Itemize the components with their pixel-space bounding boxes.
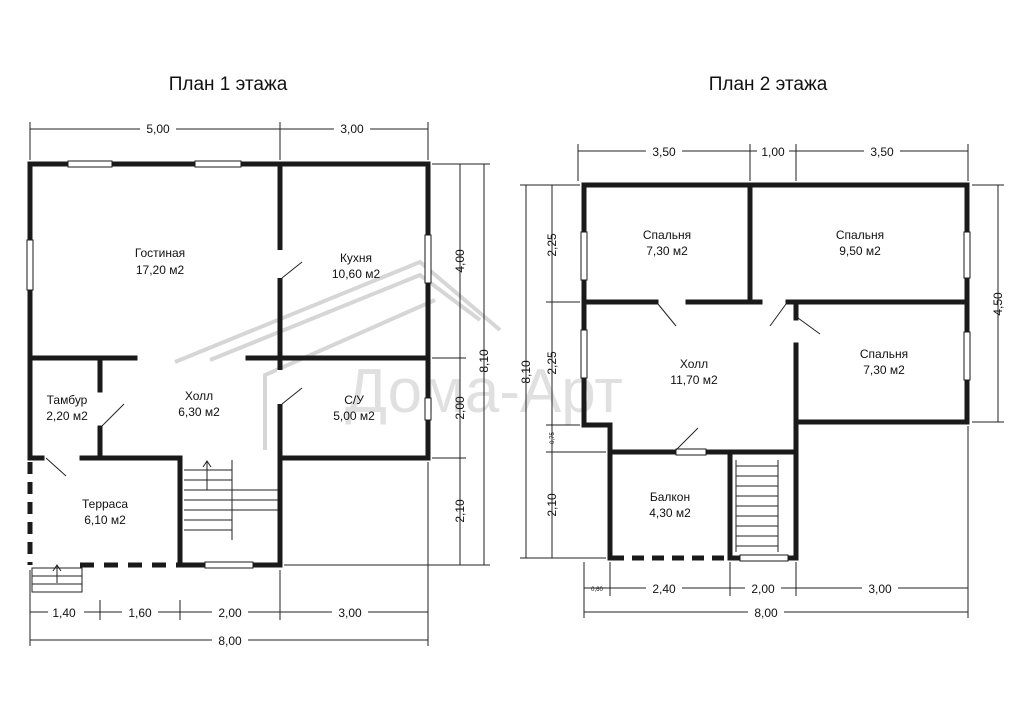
room-area: 5,00 м2 bbox=[333, 409, 375, 423]
dimension-label: 3,00 bbox=[340, 122, 364, 136]
room-label: Гостиная bbox=[135, 246, 185, 260]
dimension-total: 8,10 bbox=[519, 360, 533, 384]
room-area: 11,70 м2 bbox=[670, 373, 718, 387]
dimension-total: 8,00 bbox=[754, 606, 778, 620]
floor1-plan: Гостиная 17,20 м2 Кухня 10,60 м2 Тамбур … bbox=[26, 120, 491, 648]
dimension-label: 1,00 bbox=[761, 145, 785, 159]
room-area: 6,30 м2 bbox=[178, 405, 220, 419]
dimension-label: 2,00 bbox=[453, 396, 467, 420]
floor2-title: План 2 этажа bbox=[709, 74, 828, 95]
dimension-label: 4,50 bbox=[991, 292, 1005, 316]
room-area: 7,30 м2 bbox=[646, 244, 688, 258]
dimension-label: 3,00 bbox=[868, 582, 892, 596]
room-area: 7,30 м2 bbox=[863, 363, 905, 377]
room-label: Терраса bbox=[82, 497, 128, 511]
room-label: Спальня bbox=[836, 228, 884, 242]
dimension-label: 3,00 bbox=[338, 606, 362, 620]
dimension-label: 2,10 bbox=[545, 493, 559, 517]
room-label: Спальня bbox=[643, 228, 691, 242]
floor2-stairs bbox=[735, 460, 779, 552]
room-label: С/У bbox=[344, 393, 364, 407]
room-area: 17,20 м2 bbox=[136, 263, 185, 277]
dimension-label: 4,00 bbox=[453, 249, 467, 273]
floor1-stairs bbox=[184, 460, 278, 540]
dimension-label: 3,50 bbox=[652, 145, 676, 159]
room-label: Холл bbox=[680, 357, 708, 371]
floor2-plan: Спальня 7,30 м2 Спальня 9,50 м2 Холл 11,… bbox=[519, 143, 1005, 620]
dimension-label: 2,00 bbox=[218, 606, 242, 620]
dimension-label: 1,40 bbox=[52, 606, 76, 620]
dimension-label: 2,40 bbox=[652, 582, 676, 596]
room-area: 6,10 м2 bbox=[84, 513, 126, 527]
dimension-label: 1,60 bbox=[128, 606, 152, 620]
room-area: 2,20 м2 bbox=[46, 409, 88, 423]
room-label: Холл bbox=[185, 389, 213, 403]
dimension-label: 0,75 bbox=[550, 432, 556, 444]
room-area: 4,30 м2 bbox=[649, 506, 691, 520]
room-label: Тамбур bbox=[47, 393, 88, 407]
dimension-label: 3,50 bbox=[870, 145, 894, 159]
room-area: 10,60 м2 bbox=[332, 267, 381, 281]
room-label: Кухня bbox=[340, 251, 372, 265]
dimension-total: 8,00 bbox=[218, 634, 242, 648]
floor1-title: План 1 этажа bbox=[169, 74, 288, 95]
terrace-steps bbox=[31, 564, 83, 593]
dimension-label: 2,25 bbox=[545, 351, 559, 375]
dimension-label: 0,60 bbox=[591, 587, 603, 593]
dimension-label: 2,10 bbox=[453, 499, 467, 523]
dimension-total: 8,10 bbox=[477, 349, 491, 373]
room-label: Балкон bbox=[650, 490, 690, 504]
room-label: Спальня bbox=[860, 347, 908, 361]
dimension-label: 2,00 bbox=[751, 582, 775, 596]
dimension-label: 2,25 bbox=[545, 233, 559, 257]
room-area: 9,50 м2 bbox=[839, 244, 881, 258]
dimension-label: 5,00 bbox=[146, 122, 170, 136]
